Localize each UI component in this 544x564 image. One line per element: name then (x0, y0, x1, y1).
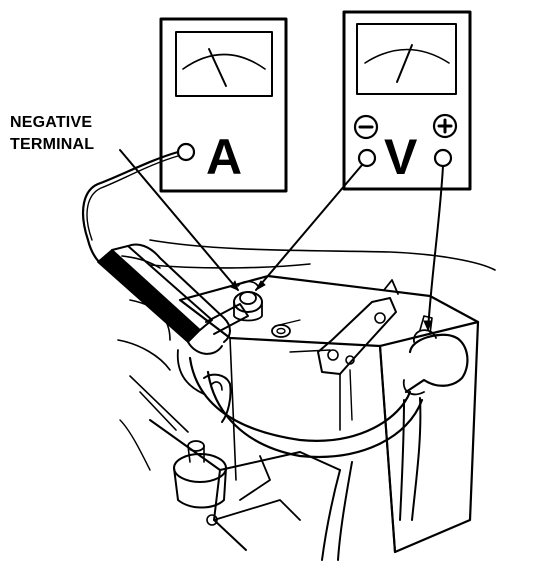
minus-icon (353, 114, 379, 140)
ammeter-terminal (176, 142, 196, 162)
voltmeter-negative-terminal (357, 148, 377, 168)
voltmeter (342, 10, 472, 191)
negative-terminal-leader (119, 149, 239, 291)
voltmeter-letter: V (384, 129, 418, 185)
voltmeter-dial-window (356, 23, 457, 95)
callout-line-1: NEGATIVE (10, 114, 93, 131)
battery-cable (188, 356, 424, 521)
alligator-clamp (97, 243, 249, 395)
callout-line-2: TERMINAL (10, 136, 95, 153)
ammeter-needle (208, 48, 227, 87)
voltmeter-needle (396, 44, 413, 83)
ammeter-dial-window (175, 31, 273, 97)
voltmeter-positive-probe (427, 165, 444, 331)
battery (178, 274, 480, 554)
voltmeter-scale-arc (364, 48, 450, 64)
voltmeter-positive-terminal (433, 148, 453, 168)
ammeter (159, 17, 288, 193)
voltmeter-negative-probe (255, 164, 363, 291)
engine-bay-lines (121, 239, 496, 271)
ammeter-scale-arc (182, 53, 266, 70)
ammeter-letter: A (206, 129, 243, 185)
negative-terminal-label: NEGATIVE TERMINAL (10, 112, 94, 156)
plus-icon (432, 113, 458, 139)
ammeter-lead-wire (81, 150, 180, 270)
negative-post (233, 280, 263, 322)
engine-components (117, 299, 353, 561)
cable-clip (203, 373, 232, 423)
hold-down-bracket (317, 279, 399, 431)
